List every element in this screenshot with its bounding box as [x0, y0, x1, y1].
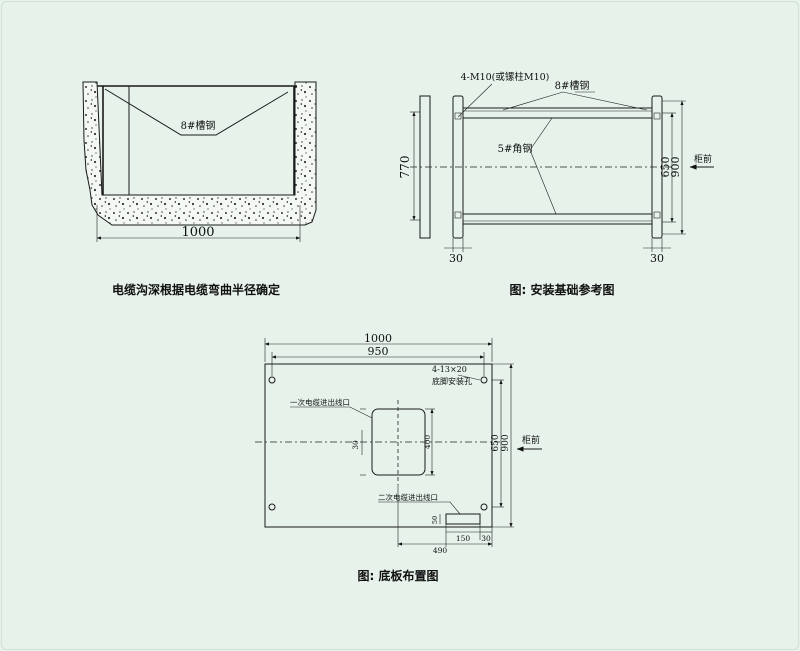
baseplate-dim-950: 950 — [368, 345, 389, 358]
cable-bend — [104, 88, 289, 136]
foundation-caption: 图: 安装基础参考图 — [510, 282, 615, 297]
foundation-dim-30-left: 30 — [449, 252, 463, 265]
trench-channel-label: 8#槽钢 — [181, 119, 216, 132]
leader-primary — [290, 406, 373, 419]
trench-void — [103, 86, 294, 195]
baseplate-layout: 400 30 一次电缆进出线口 二次电缆进出线口 50 4-13×20 底脚安装… — [255, 332, 542, 555]
baseplate-outline — [264, 363, 493, 528]
leader-holes — [457, 374, 481, 381]
baseplate-dim-490: 490 — [433, 546, 448, 555]
leader-bolts — [457, 83, 493, 118]
foundation-front-label: 柜前 — [694, 153, 712, 165]
foundation-channel-label: 8#槽钢 — [555, 79, 590, 92]
leader-secondary — [378, 501, 461, 515]
angle-steel-top — [462, 107, 653, 119]
foundation-dim-900: 900 — [669, 157, 682, 178]
primary-cable-opening — [371, 408, 426, 476]
baseplate-dim-650: 650 — [491, 434, 501, 451]
leader-angle — [529, 117, 553, 151]
mount-hole — [480, 376, 488, 384]
leader-channel — [502, 91, 564, 111]
baseplate-dim-30-b: 30 — [481, 534, 491, 543]
bolt-hole — [454, 211, 462, 219]
foundation-dim-770: 770 — [398, 156, 412, 179]
baseplate-caption: 图: 底板布置图 — [358, 568, 439, 583]
foundation-angle-label: 5#角钢 — [498, 142, 533, 155]
mount-hole — [268, 503, 276, 511]
baseplate-dim-900: 900 — [501, 434, 511, 451]
bolt-hole — [653, 211, 661, 219]
trench-caption: 电缆沟深根据电缆弯曲半径确定 — [112, 282, 280, 297]
baseplate-dim-30: 30 — [351, 440, 360, 450]
foundation-dim-30-right: 30 — [650, 252, 664, 265]
foundation-dim-650: 650 — [659, 157, 672, 178]
bolt-hole — [454, 112, 462, 120]
foundation-plan: 4-M10(或镙柱M10) 8#槽钢 5#角钢 770 650 900 柜前 3… — [398, 71, 714, 265]
baseplate-dim-400: 400 — [423, 435, 432, 450]
mount-hole — [480, 503, 488, 511]
baseplate-primary-label: 一次电缆进出线口 — [290, 397, 350, 407]
baseplate-holes-label-2: 底脚安装孔 — [432, 376, 472, 386]
baseplate-dim-150: 150 — [456, 534, 471, 543]
baseplate-dim-50: 50 — [431, 516, 439, 524]
baseplate-front-label: 柜前 — [522, 434, 540, 446]
mount-hole — [268, 376, 276, 384]
angle-steel-bottom — [462, 213, 653, 225]
channel-left — [452, 95, 464, 239]
baseplate-dim-1000: 1000 — [364, 332, 392, 345]
baseplate-holes-label-1: 4-13×20 — [432, 365, 467, 374]
secondary-cable-opening — [445, 513, 481, 525]
foundation-bolt-label: 4-M10(或镙柱M10) — [461, 71, 550, 83]
bolt-hole — [653, 112, 661, 120]
baseplate-secondary-label: 二次电缆进出线口 — [378, 492, 438, 502]
trench-dim-1000: 1000 — [181, 225, 214, 240]
cable-trench-section: 8#槽钢 1000 — [82, 81, 317, 242]
